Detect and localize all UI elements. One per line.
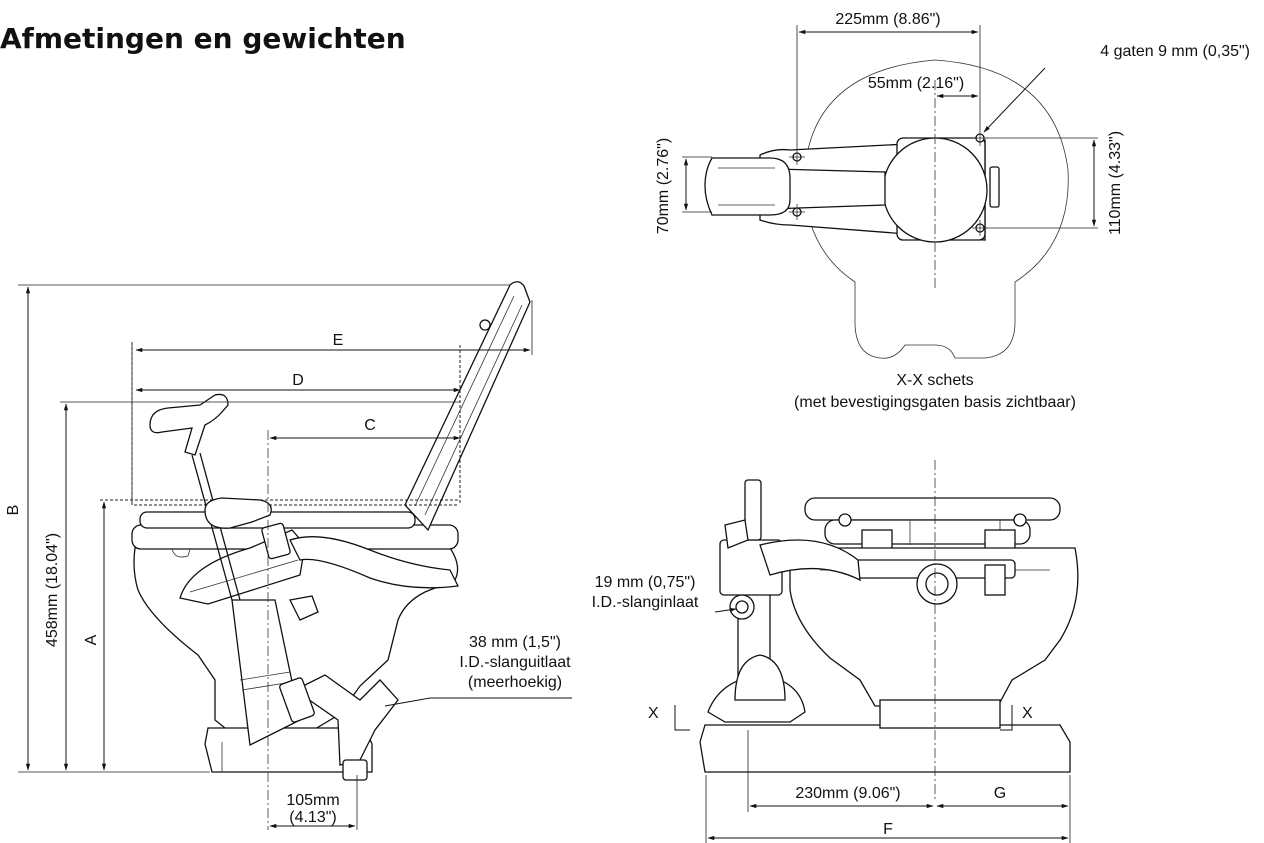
top-bowl-outline (804, 59, 1069, 359)
height-458-label: 458mm (18.04") (44, 533, 61, 647)
outlet-leader (384, 697, 572, 707)
dim-C-label: C (364, 417, 376, 434)
inlet-type-label: I.D.-slanginlaat (592, 594, 699, 611)
width-225-label: 225mm (8.86") (835, 11, 940, 28)
dim-G-label: G (994, 785, 1006, 802)
sketch-caption-note: (met bevestigingsgaten basis zichtbaar) (794, 394, 1076, 411)
outlet-type-label: I.D.-slanguitlaat (459, 654, 571, 671)
front-view: 19 mm (0,75") I.D.-slanginlaat X X 230mm… (592, 460, 1079, 843)
side-pump-handle (149, 393, 229, 456)
holes-label: 4 gaten 9 mm (0,35") (1100, 43, 1250, 60)
base-offset-in-label: (4.13") (289, 809, 336, 826)
page-title: Afmetingen en gewichten (0, 22, 406, 55)
side-outlet-hose (289, 536, 459, 589)
dim-F-label: F (883, 821, 893, 838)
top-view: 225mm (8.86") 4 gaten 9 mm (0,35") 55mm … (655, 11, 1250, 411)
section-marker-left: X (648, 705, 659, 722)
width-55-label: 55mm (2.16") (868, 75, 964, 92)
inlet-size-label: 19 mm (0,75") (595, 574, 696, 591)
height-110-label: 110mm (4.33") (1107, 131, 1124, 235)
section-marker-right: X (1022, 705, 1033, 722)
side-view: E D C B 458mm (18.04") A 105mm (4.13") 3… (5, 281, 572, 830)
dim-A-label: A (83, 634, 100, 645)
outlet-angle-label: (meerhoekig) (468, 674, 562, 691)
dim-E-label: E (333, 332, 344, 349)
front-base (699, 724, 1071, 773)
dim-D-label: D (292, 372, 304, 389)
sketch-caption-title: X-X schets (896, 372, 973, 389)
base-offset-mm-label: 105mm (286, 792, 339, 809)
top-handle (704, 157, 791, 216)
side-lid (404, 281, 531, 532)
height-70-label: 70mm (2.76") (655, 138, 672, 234)
width-230-label: 230mm (9.06") (795, 785, 900, 802)
dim-B-label: B (5, 505, 22, 516)
side-outlet-elbow (293, 674, 399, 766)
outlet-size-label: 38 mm (1,5") (469, 634, 561, 651)
mounting-holes (789, 130, 988, 236)
